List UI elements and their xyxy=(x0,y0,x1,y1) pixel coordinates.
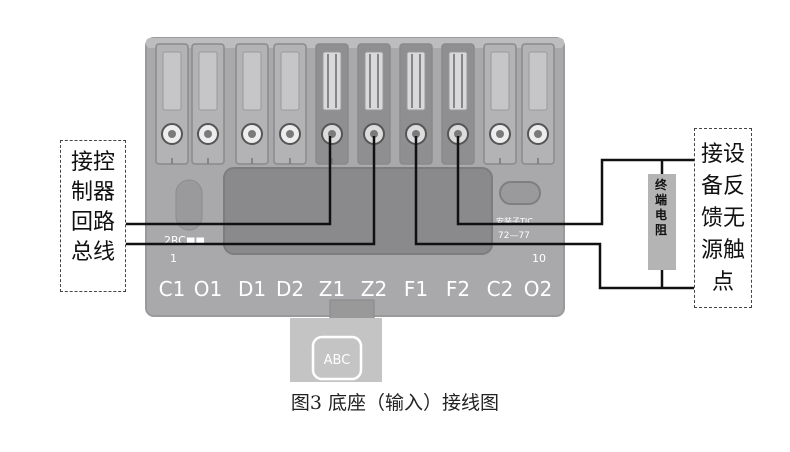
terminal-clip xyxy=(198,51,218,111)
right-box-line: 馈无 xyxy=(700,206,745,231)
base-right-text-1: 安装子TIC xyxy=(496,216,533,226)
right-box-line: 源触 xyxy=(700,238,745,263)
wire-z2 xyxy=(126,136,376,246)
resistor-char: 电 xyxy=(654,208,667,222)
figure-caption: 图3 底座（输入）接线图 xyxy=(290,392,500,414)
terminal-label: C1 xyxy=(159,277,186,301)
base-window xyxy=(223,167,493,255)
terminal-group xyxy=(155,43,555,165)
terminal-clip xyxy=(364,51,384,111)
end-resistor-label: 终 端 电 阻 xyxy=(648,178,674,268)
terminal xyxy=(235,43,269,165)
watermark-tile xyxy=(290,318,382,382)
terminal-label: Z2 xyxy=(361,277,387,301)
terminal xyxy=(155,43,189,165)
terminal-label: O2 xyxy=(524,277,552,301)
resistor-char: 端 xyxy=(654,193,667,207)
terminal-label: D2 xyxy=(276,277,304,301)
terminal-clip xyxy=(528,51,548,111)
terminal-screw-center xyxy=(534,130,542,138)
resistor-char: 阻 xyxy=(654,223,667,237)
terminal xyxy=(357,43,391,165)
terminal-screw-center xyxy=(248,130,256,138)
terminal-label: C2 xyxy=(487,277,514,301)
terminal-label: F2 xyxy=(446,277,470,301)
terminal-clip xyxy=(280,51,300,111)
terminal-screw-center xyxy=(204,130,212,138)
terminal-screw-center xyxy=(168,130,176,138)
terminal xyxy=(441,43,475,165)
left-box-line: 回路 xyxy=(70,210,115,235)
left-box-line: 制器 xyxy=(70,180,115,205)
terminal-screw-center xyxy=(412,130,420,138)
terminal xyxy=(315,43,349,165)
wire-z1 xyxy=(126,136,332,226)
wire-f2 xyxy=(456,136,694,226)
terminal xyxy=(191,43,225,165)
base-right-text-2: 72—77 xyxy=(498,231,530,241)
device-contact-label: 接设 备反 馈无 源触 点 xyxy=(694,128,752,308)
terminal xyxy=(399,43,433,165)
terminal-label: O1 xyxy=(194,277,222,301)
terminal-clip xyxy=(406,51,426,111)
right-box-line: 备反 xyxy=(700,174,745,199)
terminal-screw-center xyxy=(286,130,294,138)
terminal xyxy=(521,43,555,165)
terminal-label: F1 xyxy=(404,277,428,301)
terminal-clip xyxy=(490,51,510,111)
terminal-screw-center xyxy=(496,130,504,138)
terminal xyxy=(273,43,307,165)
watermark-text: ABC xyxy=(324,353,351,368)
terminal-clip xyxy=(162,51,182,111)
base-model-text-tail: ■■ xyxy=(186,236,205,247)
terminal-clip xyxy=(242,51,262,111)
terminal-clip xyxy=(448,51,468,111)
wire-f1 xyxy=(414,136,694,290)
terminal-label: D1 xyxy=(238,277,266,301)
resistor-char: 终 xyxy=(654,178,667,192)
pin-last-mark: 10 xyxy=(532,252,546,265)
controller-bus-label: 接控 制器 回路 总线 xyxy=(60,140,126,292)
base-left-slot xyxy=(175,179,203,231)
end-resistor xyxy=(648,174,676,270)
terminal-label: Z1 xyxy=(319,277,345,301)
base-right-oval xyxy=(499,181,541,205)
right-box-line: 接设 xyxy=(700,142,745,167)
pin-first-mark: 1 xyxy=(170,252,177,265)
terminal-label-group: C1 O1 D1 D2 Z1 Z2 F1 F2 C2 O2 xyxy=(159,277,553,301)
right-box-line: 点 xyxy=(711,270,734,295)
watermark-badge xyxy=(311,335,363,381)
left-box-line: 接控 xyxy=(70,150,115,175)
left-box-line: 总线 xyxy=(70,240,115,265)
terminal xyxy=(483,43,517,165)
terminal-screw-center xyxy=(370,130,378,138)
terminal-screw-center xyxy=(454,130,462,138)
terminal-clip xyxy=(322,51,342,111)
